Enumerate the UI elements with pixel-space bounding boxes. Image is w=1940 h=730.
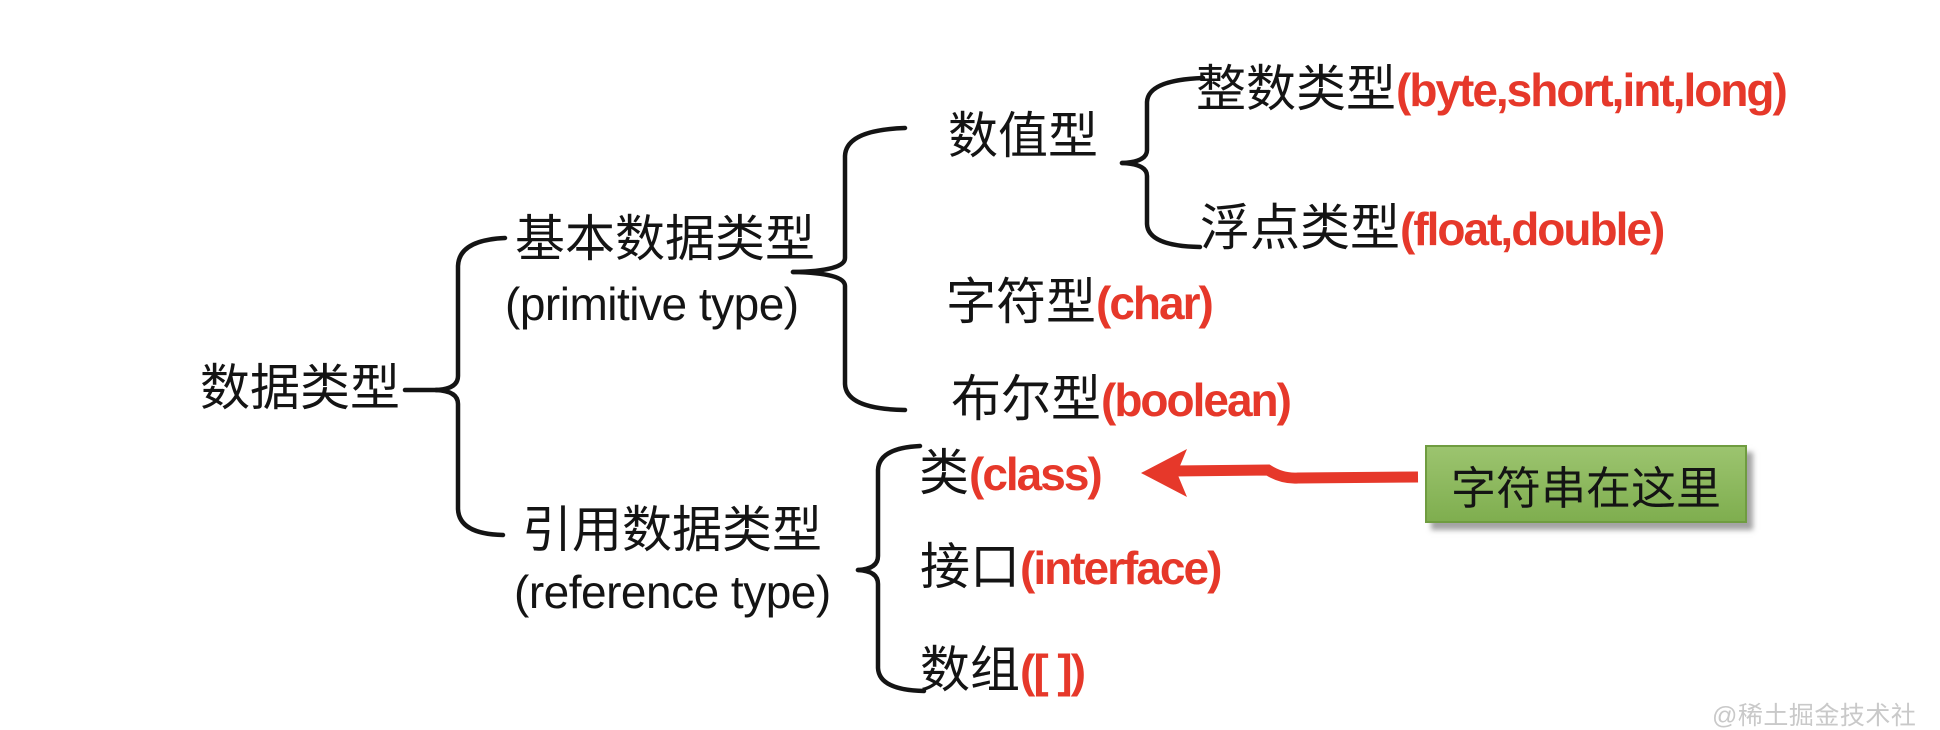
node-primitive-label: 基本数据类型: [515, 211, 815, 267]
brace-root-bottom: [433, 387, 506, 538]
node-array-annotation: ([ ]): [1020, 645, 1086, 697]
node-interface-label: 接口: [920, 539, 1020, 595]
brace-numeric-bottom: [1119, 160, 1203, 250]
node-floating-annotation: (float,double): [1400, 203, 1665, 255]
node-class: 类(class): [919, 445, 1103, 501]
brace-numeric-top: [1119, 75, 1206, 166]
node-boolean-annotation: (boolean): [1101, 374, 1292, 426]
node-integer-annotation: (byte,short,int,long): [1396, 64, 1788, 116]
node-floating-label: 浮点类型: [1200, 200, 1400, 256]
brace-reference-top: [855, 443, 923, 573]
node-numeric: 数值型: [948, 108, 1098, 164]
string-callout-text: 字符串在这里: [1450, 463, 1721, 514]
node-root: 数据类型: [200, 360, 400, 416]
node-floating: 浮点类型(float,double): [1200, 200, 1665, 256]
string-callout-box: 字符串在这里: [1425, 445, 1747, 523]
node-interface: 接口(interface): [920, 539, 1222, 595]
node-integer: 整数类型(byte,short,int,long): [1196, 61, 1788, 117]
node-boolean-label: 布尔型: [951, 371, 1101, 427]
brace-primitive-top: [790, 125, 908, 275]
callout-arrow-head: [1141, 449, 1187, 497]
node-class-label: 类: [919, 445, 969, 501]
node-class-annotation: (class): [969, 448, 1103, 500]
brace-root-top: [433, 235, 508, 393]
brace-reference-bottom: [855, 567, 927, 694]
watermark: @稀土掘金技术社区: [1712, 702, 1917, 730]
node-array-label: 数组: [920, 642, 1020, 698]
brace-primitive-bottom: [790, 269, 908, 413]
node-primitive-sublabel: (primitive type): [505, 278, 799, 330]
node-boolean: 布尔型(boolean): [951, 371, 1292, 427]
node-array: 数组([ ]): [920, 642, 1086, 698]
node-char: 字符型(char): [946, 274, 1214, 330]
node-reference-label: 引用数据类型: [522, 502, 822, 558]
node-char-label: 字符型: [946, 274, 1096, 330]
callout-arrow-shaft: [1173, 464, 1419, 484]
node-interface-annotation: (interface): [1020, 542, 1222, 594]
node-reference-sublabel: (reference type): [514, 566, 831, 618]
node-char-annotation: (char): [1096, 277, 1214, 329]
node-integer-label: 整数类型: [1196, 61, 1396, 117]
